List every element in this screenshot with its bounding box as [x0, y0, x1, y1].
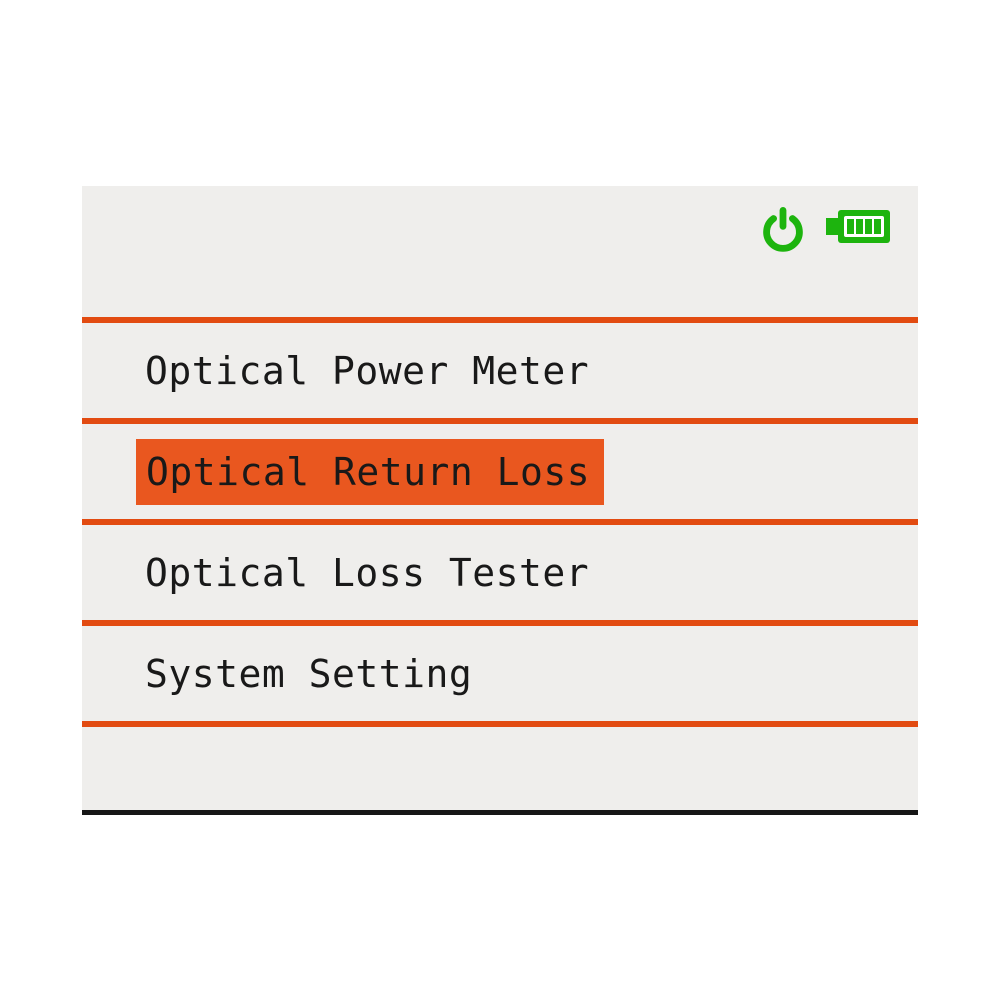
menu-item-optical-return-loss[interactable]: Optical Return Loss — [82, 418, 918, 519]
status-bar — [82, 186, 918, 317]
power-icon — [763, 207, 803, 252]
menu-item-optical-loss-tester[interactable]: Optical Loss Tester — [82, 519, 918, 620]
menu-item-label: Optical Loss Tester — [145, 550, 590, 595]
empty-menu-row — [82, 721, 918, 810]
menu-item-system-setting[interactable]: System Setting — [82, 620, 918, 721]
device-screen: Optical Power Meter Optical Return Loss … — [82, 186, 918, 815]
menu-item-label-selected: Optical Return Loss — [136, 438, 605, 505]
menu-item-optical-power-meter[interactable]: Optical Power Meter — [82, 317, 918, 418]
menu-item-label: System Setting — [145, 651, 473, 696]
battery-icon — [826, 210, 890, 243]
menu-item-label: Optical Power Meter — [145, 348, 590, 393]
